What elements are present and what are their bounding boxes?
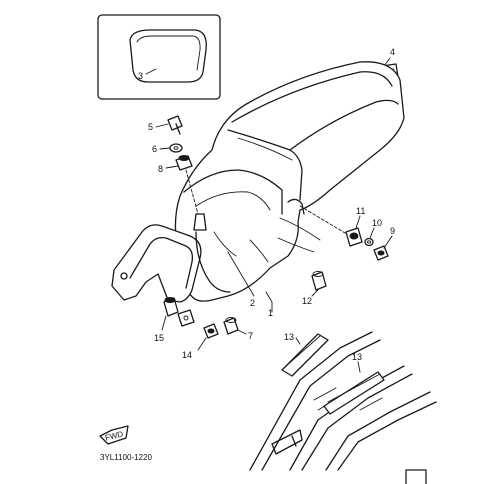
figure-code: 3YL1100-1220: [100, 453, 152, 462]
main-seat: [174, 61, 405, 302]
seat-bottom-line: [277, 217, 321, 253]
leader-13a: [295, 337, 301, 345]
label-5: 5: [148, 122, 153, 132]
label-2: 2: [250, 298, 255, 308]
label-9: 9: [390, 226, 395, 236]
pin-hook: [287, 198, 305, 215]
label-15: 15: [154, 333, 164, 343]
pad-13a: [281, 333, 329, 377]
bolt-9-head: [377, 250, 385, 256]
leader-14: [197, 337, 207, 351]
inset-backrest: 3: [97, 14, 221, 100]
label-1: 1: [268, 308, 273, 318]
leader-7: [237, 329, 247, 335]
clip-7-top: [225, 317, 237, 323]
pad-13b: [323, 371, 385, 415]
frame-rail-mid: [289, 365, 413, 471]
seat-side-contour: [213, 231, 269, 263]
frame-rail-low: [325, 391, 437, 471]
bolt-14-head: [207, 328, 215, 334]
seat-rear-hump: [289, 99, 399, 151]
fasteners-top: 5 6 8: [148, 115, 199, 215]
seat-bracket: [111, 213, 207, 303]
fasteners-right: 11 10 9: [287, 198, 395, 261]
frame-section: 13 13: [249, 331, 437, 471]
label-13a: 13: [284, 332, 294, 342]
backrest-pad-edge: [136, 35, 201, 71]
inset-frame: [97, 14, 221, 100]
label-8: 8: [158, 164, 163, 174]
leader-10: [369, 227, 375, 239]
seat-front-crease: [195, 191, 271, 211]
fasteners-bottom: 15 14 7: [154, 297, 253, 360]
seat-outline: [174, 61, 405, 302]
part-2-strip: 2: [195, 231, 255, 308]
bracket-hole: [120, 272, 128, 280]
label-14: 14: [182, 350, 192, 360]
frame-rail-top: [249, 331, 381, 471]
tab-plate: [177, 309, 195, 327]
bracket-body: [111, 224, 202, 303]
leader-5: [155, 123, 169, 128]
label-6: 6: [152, 144, 157, 154]
bracket-rib: [129, 236, 194, 289]
assembly-line-11: [299, 205, 351, 237]
label-3: 3: [138, 71, 143, 81]
washer-10: [364, 237, 374, 247]
leader-9: [383, 235, 393, 249]
tab-plate-hole: [183, 315, 189, 321]
part-1-callout: 1: [265, 291, 273, 318]
bolt-5-shank: [175, 123, 181, 135]
damper-11-face: [349, 232, 359, 240]
label-13b: 13: [352, 352, 362, 362]
seat-front-pad: [183, 169, 283, 215]
stopper-12-top: [312, 271, 324, 277]
label-12: 12: [302, 296, 312, 306]
washer-6-hole: [173, 146, 179, 150]
label-10: 10: [372, 218, 382, 228]
frame-crossmember: [271, 429, 303, 455]
fwd-arrow-shape: [99, 425, 129, 445]
washer-10-hole: [367, 240, 371, 244]
leader-13b: [357, 361, 361, 373]
seat-upper-ridge: [231, 71, 393, 123]
leader-12: [311, 289, 319, 297]
fwd-arrow: FWD: [99, 425, 129, 445]
leader-6: [159, 147, 171, 150]
pad-13b-edge: [327, 373, 381, 403]
pad-13a-edge: [285, 335, 321, 367]
label-7: 7: [248, 331, 253, 341]
leader-11: [355, 215, 361, 229]
label-4: 4: [390, 47, 395, 57]
part-12-stopper: 12: [302, 271, 327, 306]
strip: [195, 231, 231, 293]
seat-step-inner: [237, 137, 293, 161]
leader-2: [227, 251, 255, 297]
leader-15: [161, 315, 167, 331]
corner-mark: [405, 469, 427, 484]
fwd-label: FWD: [104, 429, 124, 442]
label-11: 11: [356, 206, 365, 216]
stopper-12: [311, 271, 327, 291]
assembly-line-8: [185, 169, 199, 215]
grommet-8-top: [178, 155, 190, 161]
backrest-pad: [129, 29, 207, 83]
washer-6: [169, 143, 183, 153]
bracket-grommet-post: [193, 213, 207, 231]
leader-3: [145, 68, 157, 75]
bolt-5: [167, 115, 183, 131]
leader-1: [265, 291, 273, 313]
collar-15-top: [164, 297, 176, 303]
leader-8: [165, 165, 179, 169]
